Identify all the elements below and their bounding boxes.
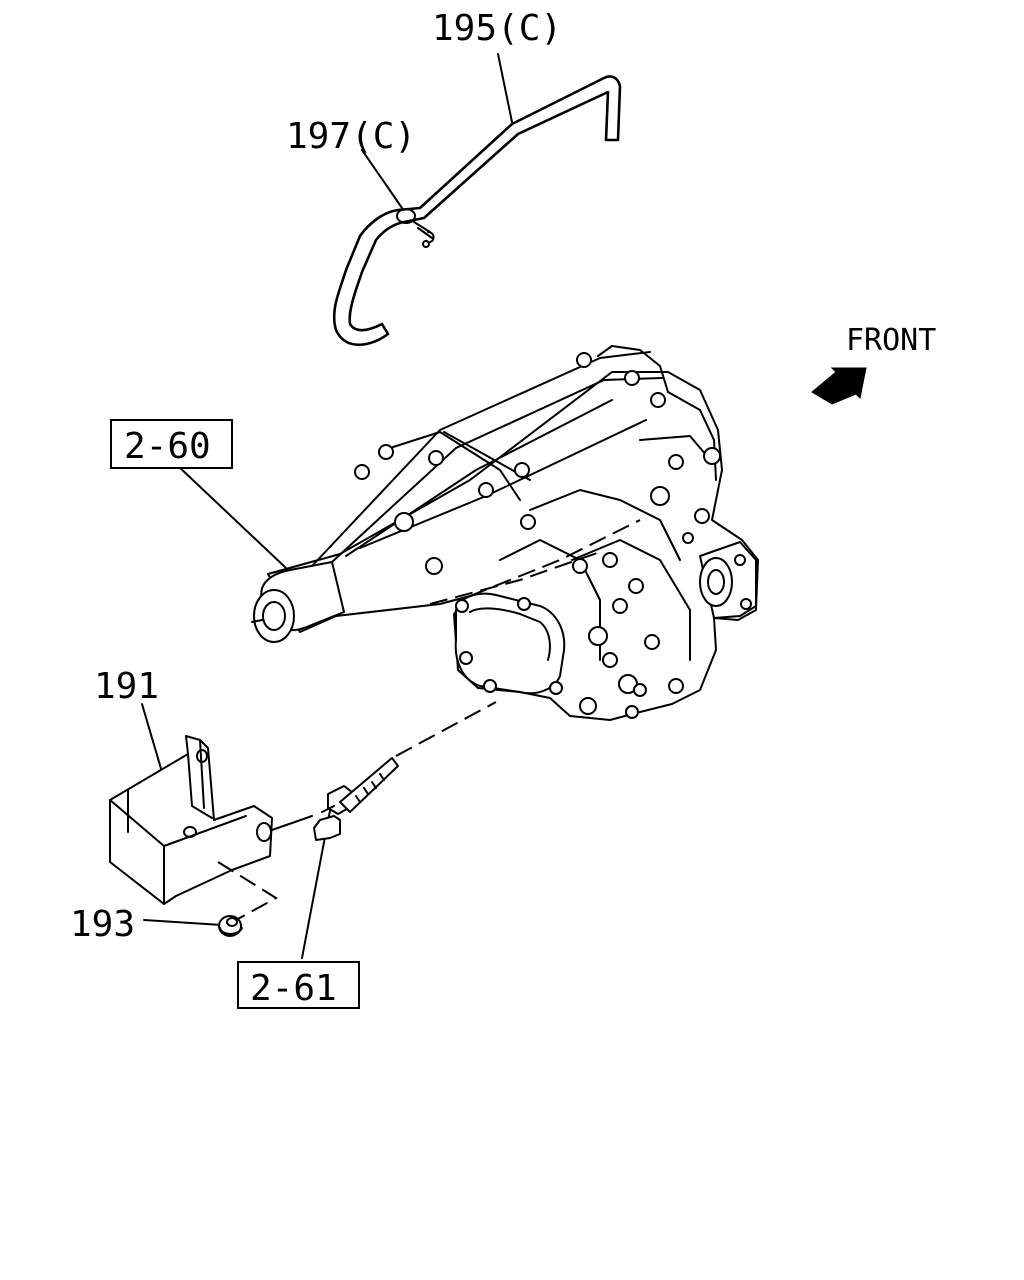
callout-2-60[interactable]: 2-60	[124, 426, 211, 467]
housing-bolts	[354, 352, 752, 719]
callout-191[interactable]: 191	[94, 666, 159, 707]
nut-install-line	[217, 861, 278, 921]
callout-195[interactable]: 195(C)	[432, 8, 562, 49]
bracket[interactable]	[109, 735, 313, 905]
install-line	[395, 701, 497, 757]
arrow-icon	[811, 367, 867, 405]
hose-clip[interactable]	[396, 208, 435, 248]
callout-2-61[interactable]: 2-61	[250, 968, 337, 1009]
flange-nut[interactable]	[218, 915, 243, 937]
stud-bolt[interactable]	[313, 757, 399, 841]
callout-193[interactable]: 193	[70, 904, 135, 945]
callout-197[interactable]: 197(C)	[286, 116, 416, 157]
ref-box-2-61	[237, 961, 360, 1009]
transfer-case[interactable]	[251, 345, 759, 721]
front-label: FRONT	[846, 323, 936, 358]
ref-box-2-60	[110, 419, 233, 469]
